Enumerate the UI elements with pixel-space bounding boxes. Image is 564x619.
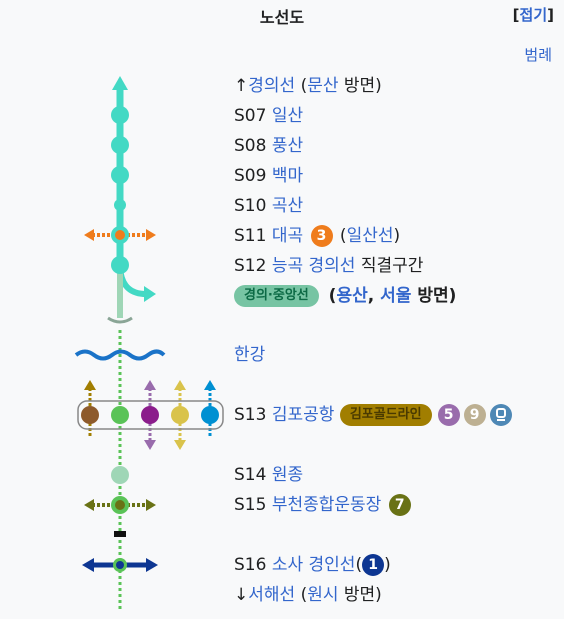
link-wonsi[interactable]: 원시 xyxy=(307,585,339,605)
row-station-wonjong: S14 원종 xyxy=(234,461,303,489)
station-marker-gimpo-airportrail xyxy=(171,406,189,424)
station-code: S10 xyxy=(234,196,267,216)
paren-open: ( xyxy=(355,555,363,575)
through-section-label: 직결구간 xyxy=(355,256,424,276)
row-station-goksan: S10 곡산 xyxy=(234,192,303,220)
station-marker-baekma xyxy=(111,166,129,184)
link-station-sosa[interactable]: 소사 xyxy=(271,555,304,575)
link-ilsan-line[interactable]: 일산선 xyxy=(346,226,394,246)
station-code: S12 xyxy=(234,256,267,276)
link-yongsan[interactable]: 용산 xyxy=(336,286,368,306)
station-marker-pungsan xyxy=(111,136,129,154)
line7-badge[interactable]: 7 xyxy=(388,494,411,516)
link-station-daegok[interactable]: 대곡 xyxy=(271,226,304,246)
paren-open: ( xyxy=(322,286,337,306)
collapse-bracket-open: [ xyxy=(512,6,520,24)
collapse-bracket-close: ] xyxy=(547,6,554,24)
station-code: S09 xyxy=(234,166,267,186)
direction-label: 방면) xyxy=(338,585,382,605)
station-code: S13 xyxy=(234,405,267,425)
link-station-goksan[interactable]: 곡산 xyxy=(271,196,304,216)
station-code: S15 xyxy=(234,495,267,515)
link-seohae-line[interactable]: 서해선 xyxy=(248,585,296,605)
station-marker-wonjong xyxy=(111,466,129,484)
row-seohae-south: ↓서해선 (원시 방면) xyxy=(234,581,382,609)
direction-label: 방면) xyxy=(411,286,457,306)
row-station-pungsan: S08 풍산 xyxy=(234,132,303,160)
arrow-up-icon: ↑ xyxy=(234,76,249,96)
station-marker-gimpo-line9 xyxy=(141,406,159,424)
direction-label: 방면) xyxy=(338,76,382,96)
gimpo-goldline-badge[interactable]: 김포골드라인 xyxy=(339,404,432,426)
link-seoul[interactable]: 서울 xyxy=(380,286,412,306)
paren-close: ) xyxy=(393,226,401,246)
line9-badge[interactable]: 9 xyxy=(463,404,486,426)
airport-railroad-train-icon[interactable] xyxy=(489,404,512,426)
station-marker-daegok-inner xyxy=(115,230,125,240)
row-station-ilsan: S07 일산 xyxy=(234,102,303,130)
station-marker-sosa-inner xyxy=(116,561,124,569)
line3-badge[interactable]: 3 xyxy=(310,225,333,247)
row-gyeongui-north: ↑경의선 (문산 방면) xyxy=(234,72,382,100)
link-munsan[interactable]: 문산 xyxy=(307,76,339,96)
station-marker-gimpo-gold xyxy=(81,406,99,424)
line1-badge[interactable]: 1 xyxy=(362,554,385,576)
gyeongui-jungang-badge[interactable]: 경의·중앙선 xyxy=(234,285,319,307)
link-gyeongui-line[interactable]: 경의선 xyxy=(308,256,356,276)
link-station-gimpo-airport[interactable]: 김포공항 xyxy=(271,405,335,425)
paren-close: ) xyxy=(384,555,391,575)
row-gyeongjungang-south: 경의·중앙선 (용산, 서울 방면) xyxy=(234,282,456,310)
station-code: S11 xyxy=(234,226,267,246)
paren-open: ( xyxy=(295,585,308,605)
han-river-wave xyxy=(74,349,166,361)
line-break-marker xyxy=(114,531,126,537)
link-han-river[interactable]: 한강 xyxy=(234,345,266,365)
station-code: S14 xyxy=(234,465,267,485)
link-station-pungsan[interactable]: 풍산 xyxy=(271,136,304,156)
link-gyeongin-line[interactable]: 경인선 xyxy=(308,555,356,575)
link-station-bucheon[interactable]: 부천종합운동장 xyxy=(271,495,382,515)
station-marker-ilsan xyxy=(111,106,129,124)
paren-open: ( xyxy=(334,226,347,246)
link-station-baekma[interactable]: 백마 xyxy=(271,166,304,186)
page-title: 노선도 xyxy=(259,8,305,27)
link-gyeongui-line[interactable]: 경의선 xyxy=(248,76,296,96)
station-code: S16 xyxy=(234,555,267,575)
station-marker-goksan xyxy=(114,199,126,211)
row-river: 한강 xyxy=(234,341,265,369)
link-station-wonjong[interactable]: 원종 xyxy=(271,465,304,485)
station-marker-gimpo-airport xyxy=(111,406,129,424)
station-marker-gimpo-line5 xyxy=(201,406,219,424)
row-station-neunggok: S12 능곡 경의선 직결구간 xyxy=(234,252,423,280)
row-station-baekma: S09 백마 xyxy=(234,162,303,190)
row-station-bucheon: S15 부천종합운동장 7 xyxy=(234,491,413,519)
link-station-ilsan[interactable]: 일산 xyxy=(271,106,304,126)
station-marker-bucheon-inner xyxy=(115,500,125,510)
line5-badge[interactable]: 5 xyxy=(437,404,460,426)
collapse-link[interactable]: 접기 xyxy=(519,6,548,24)
separator: , xyxy=(367,286,381,306)
station-code: S08 xyxy=(234,136,267,156)
station-code: S07 xyxy=(234,106,267,126)
paren-open: ( xyxy=(295,76,308,96)
row-station-sosa: S16 소사 경인선(1) xyxy=(234,551,391,579)
arrow-down-icon: ↓ xyxy=(234,585,249,605)
collapse-toggle[interactable]: [접기] xyxy=(513,4,554,25)
legend-link[interactable]: 범례 xyxy=(524,46,552,64)
link-station-neunggok[interactable]: 능곡 xyxy=(271,256,304,276)
station-marker-neunggok xyxy=(111,256,129,274)
row-station-daegok: S11 대곡 3 (일산선) xyxy=(234,222,400,250)
